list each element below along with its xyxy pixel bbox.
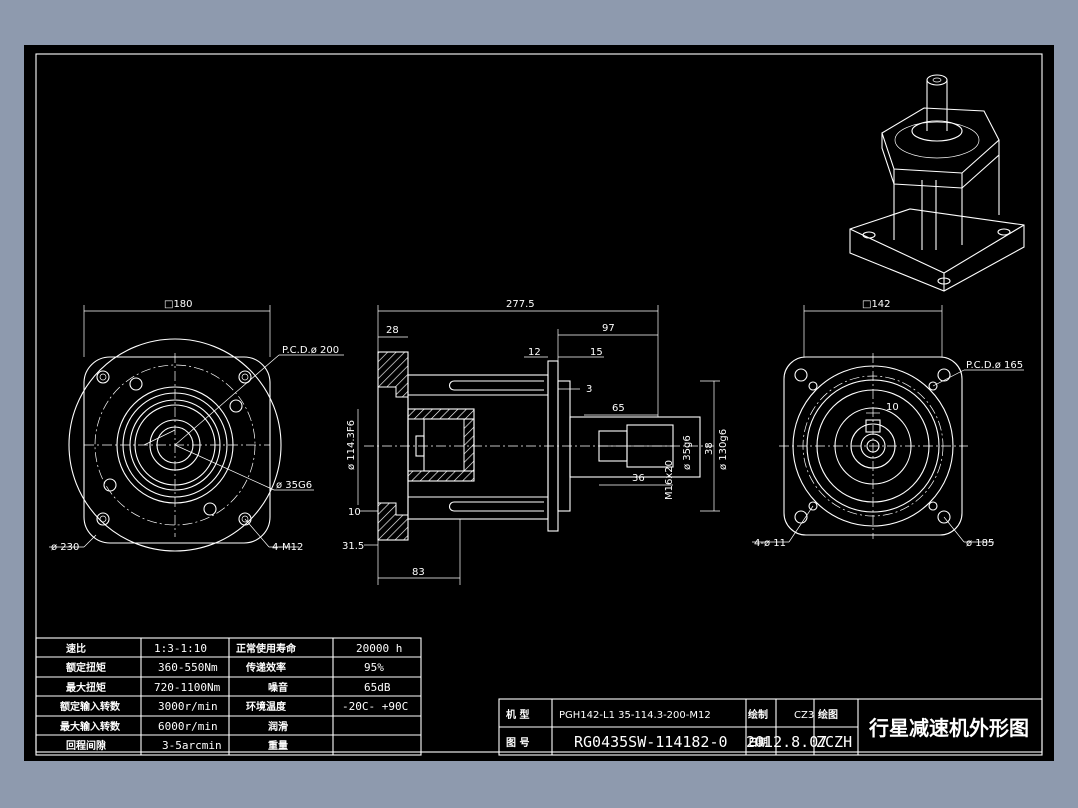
spec-label: 噪音 <box>268 681 288 694</box>
dim-shaft-len: 97 <box>602 323 615 334</box>
spec-value: 6000r/min <box>158 720 218 733</box>
title-block: 机 型 PGH142-L1 35-114.3-200-M12 绘制 CZ3 绘图… <box>498 698 1043 756</box>
cad-drawing-sheet: □180 P.C.D.ø 200 ø 35G6 ø 230 4-M12 <box>24 45 1054 761</box>
front-view: □180 P.C.D.ø 200 ø 35G6 ø 230 4-M12 <box>49 299 344 553</box>
dim-front-pcd: P.C.D.ø 200 <box>282 345 339 356</box>
spec-value: -20C- +90C <box>342 700 408 713</box>
dim-rear-key: 10 <box>886 402 899 413</box>
dim-rear-holes: 4-ø 11 <box>754 538 786 549</box>
spec-value: 720-1100Nm <box>154 681 221 694</box>
dim-pilot-dia: ø 130g6 <box>718 429 729 470</box>
dim-rear-outer: ø 185 <box>966 538 994 549</box>
dim-shaft-dia: ø 35g6 <box>682 435 693 470</box>
dim-65: 65 <box>612 403 625 414</box>
isometric-view <box>849 74 1025 292</box>
rear-view: □142 P.C.D.ø 165 10 4-ø 11 ø 185 <box>752 299 1024 549</box>
dim-12: 12 <box>528 347 541 358</box>
spec-value: 3000r/min <box>158 700 218 713</box>
spec-row: 额定扭矩 360-550Nm 传递效率 95% <box>66 661 384 674</box>
dim-15: 15 <box>590 347 603 358</box>
dim-flange-thk: 28 <box>386 325 399 336</box>
dim-front-outer: ø 230 <box>51 542 79 553</box>
dim-front-holes: 4-M12 <box>272 542 303 553</box>
dim-input-dia: ø 114.3F6 <box>346 420 357 470</box>
dim-36: 36 <box>632 473 645 484</box>
spec-label: 额定输入转数 <box>60 700 121 713</box>
dim-rear-pcd: P.C.D.ø 165 <box>966 360 1023 371</box>
dim-38: 38 <box>704 442 715 455</box>
model-value: PGH142-L1 35-114.3-200-M12 <box>559 710 711 721</box>
sheet-border <box>35 53 1043 753</box>
drawer-label: 绘制 <box>748 708 768 721</box>
check-label: 绘图 <box>818 708 838 721</box>
spec-label: 传递效率 <box>245 661 286 674</box>
spec-label: 润滑 <box>268 720 288 733</box>
spec-label: 额定扭矩 <box>66 661 106 674</box>
side-view: 277.5 28 97 12 15 3 65 36 38 ø 35g6 ø 13… <box>342 299 729 585</box>
dim-83: 83 <box>412 567 425 578</box>
front-flange-square <box>83 356 271 544</box>
dim-front-square: □180 <box>164 299 193 310</box>
dim-rear-square: □142 <box>862 299 891 310</box>
spec-row: 速比 1:3-1:10 正常使用寿命 20000 h <box>66 642 402 655</box>
dim-31-5: 31.5 <box>342 541 364 552</box>
spec-label: 重量 <box>268 739 288 752</box>
spec-label: 环境温度 <box>246 700 287 713</box>
spec-row: 最大输入转数 6000r/min 润滑 <box>60 720 288 733</box>
drawing-svg: □180 P.C.D.ø 200 ø 35G6 ø 230 4-M12 <box>35 53 1043 756</box>
spec-row: 回程间隙 3-5arcmin 重量 <box>66 739 288 752</box>
spec-value: 20000 h <box>356 642 402 655</box>
spec-table <box>35 637 422 756</box>
drawing-title: 行星减速机外形图 <box>868 716 1029 740</box>
checker-value: ZCZH <box>816 733 852 751</box>
spec-row: 最大扭矩 720-1100Nm 噪音 65dB <box>66 681 391 694</box>
dim-front-bore: ø 35G6 <box>276 480 312 491</box>
model-label: 机 型 <box>506 708 529 721</box>
drawing-label: 图 号 <box>506 737 529 749</box>
date-value: 2012.8.07 <box>746 733 827 751</box>
spec-value: 65dB <box>364 681 391 694</box>
date-label: 日期 <box>748 736 768 749</box>
dim-total-length: 277.5 <box>506 299 535 310</box>
drawer-value: CZ3 <box>794 710 814 721</box>
spec-label: 最大扭矩 <box>66 681 106 694</box>
dim-10: 10 <box>348 507 361 518</box>
spec-label: 回程间隙 <box>66 739 106 752</box>
dim-3: 3 <box>586 384 592 395</box>
dim-thread: M16x20 <box>664 460 675 500</box>
spec-value: 1:3-1:10 <box>154 642 207 655</box>
spec-value: 95% <box>364 661 384 674</box>
spec-value: 360-550Nm <box>158 661 218 674</box>
spec-row: 额定输入转数 3000r/min 环境温度 -20C- +90C <box>60 700 408 713</box>
spec-label: 速比 <box>66 642 86 655</box>
drawing-value: RG0435SW-114182-0 <box>574 733 728 751</box>
spec-label: 最大输入转数 <box>60 720 121 733</box>
spec-value: 3-5arcmin <box>162 739 222 752</box>
spec-label: 正常使用寿命 <box>236 642 297 655</box>
